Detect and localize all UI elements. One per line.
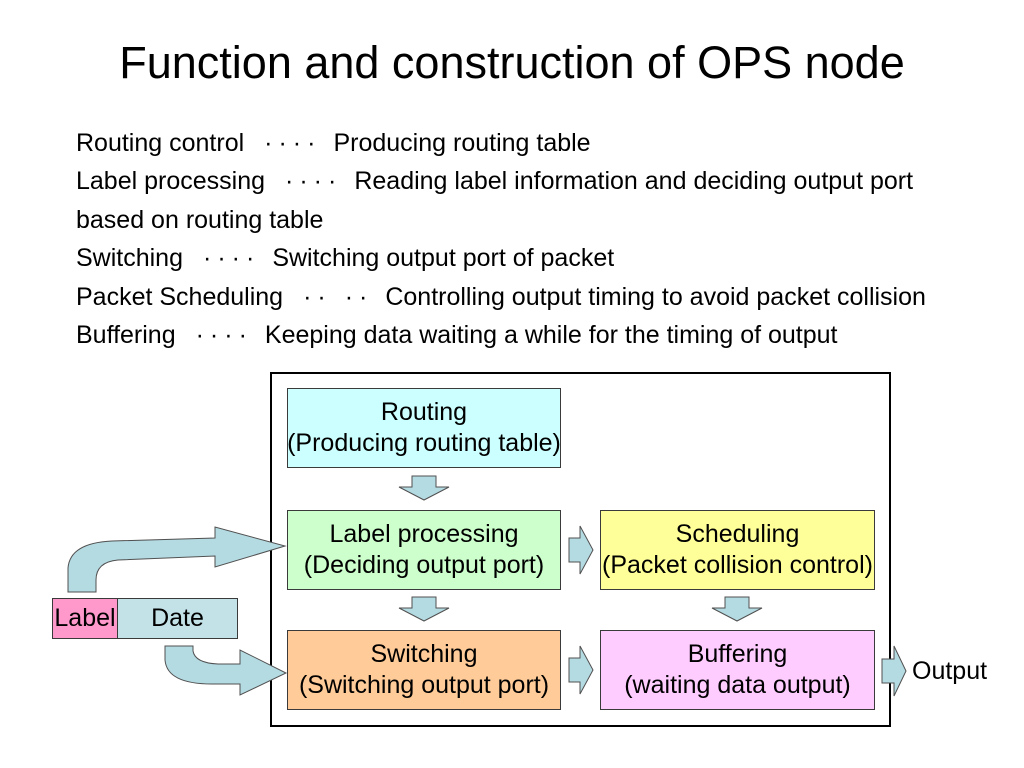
routing-block-name: Routing	[380, 398, 468, 426]
switching-block-detail: (Switching output port)	[298, 671, 550, 699]
definition-dots: ····	[195, 321, 253, 350]
scheduling-block: Scheduling (Packet collision control)	[600, 510, 875, 590]
switching-block-name: Switching	[370, 640, 478, 668]
packet-data-cell: Date	[117, 598, 238, 639]
routing-block: Routing (Producing routing table)	[287, 388, 561, 468]
definition-term: Packet Scheduling	[76, 282, 284, 311]
buffering-block: Buffering (waiting data output)	[600, 630, 875, 710]
packet-label-cell: Label	[52, 598, 118, 639]
definition-description: Reading label information and deciding o…	[76, 167, 914, 234]
buffering-block-detail: (waiting data output)	[624, 671, 851, 699]
definition-term: Routing control	[76, 129, 245, 157]
label-processing-block-name: Label processing	[329, 520, 519, 548]
definition-routing-control: Routing control ···· Producing routing tab…	[76, 124, 946, 162]
definition-label-processing: Label processing ····Reading label inform…	[76, 162, 946, 239]
routing-block-detail: (Producing routing table)	[287, 429, 561, 457]
slide-title: Function and construction of OPS node	[119, 37, 905, 88]
definition-dots: ····	[285, 167, 343, 196]
scheduling-block-name: Scheduling	[675, 520, 800, 548]
definition-dots: ·· ··	[303, 282, 374, 311]
definition-description: Producing routing table	[333, 129, 591, 157]
definition-dots: ····	[264, 129, 322, 157]
label-processing-block: Label processing (Deciding output port)	[287, 510, 561, 590]
packet-data-text: Date	[151, 604, 204, 632]
curved-arrow-label-to-label-processing	[67, 526, 287, 593]
definition-term: Label processing	[76, 167, 266, 196]
function-definitions: Routing control ···· Producing routing tab…	[76, 124, 946, 354]
packet-label-text: Label	[54, 604, 116, 632]
definition-term: Buffering	[76, 321, 176, 350]
definition-term: Switching	[76, 244, 183, 273]
curved-arrow-data-to-switching	[164, 645, 288, 696]
definition-buffering: Buffering ···· Keeping data waiting a whil…	[76, 316, 946, 354]
definition-description: Switching output port of packet	[272, 244, 615, 273]
definition-description: Keeping data waiting a while for the tim…	[264, 321, 838, 350]
definition-description: Controlling output timing to avoid packe…	[385, 282, 926, 311]
definition-switching: Switching ···· Switching output port of pa…	[76, 239, 946, 277]
definition-packet-scheduling: Packet Scheduling ·· ·· Controlling output…	[76, 278, 946, 316]
scheduling-block-detail: (Packet collision control)	[602, 551, 873, 579]
definition-dots: ····	[203, 244, 261, 273]
output-label: Output	[912, 657, 988, 685]
buffering-block-name: Buffering	[687, 640, 788, 668]
label-processing-block-detail: (Deciding output port)	[303, 551, 545, 579]
switching-block: Switching (Switching output port)	[287, 630, 561, 710]
